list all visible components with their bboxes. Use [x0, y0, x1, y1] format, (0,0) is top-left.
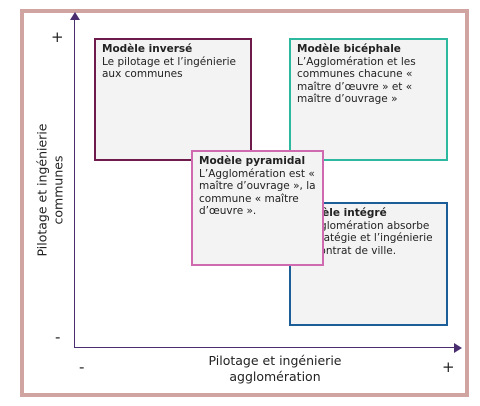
- y-axis-label-text: Pilotage et ingénierie communes: [34, 123, 65, 257]
- model-inverse-title: Modèle inversé: [102, 43, 193, 55]
- model-bicephale-title: Modèle bicéphale: [297, 43, 401, 55]
- model-inverse-text: Le pilotage et l’ingénierie aux communes: [102, 55, 236, 81]
- model-pyramidal-box: Modèle pyramidal L’Agglomération est « m…: [191, 150, 324, 266]
- model-inverse-box: Modèle inversé Le pilotage et l’ingénier…: [94, 38, 252, 161]
- x-axis-label: Pilotage et ingénierie agglomération: [208, 353, 342, 384]
- model-bicephale-box: Modèle bicéphale L’Agglomération et les …: [289, 38, 448, 161]
- y-axis-plus: +: [51, 28, 64, 46]
- x-axis-line: [74, 347, 458, 348]
- x-axis-plus: +: [442, 358, 455, 376]
- model-bicephale-text: L’Agglomération et les communes chacune …: [297, 55, 416, 106]
- x-axis-arrow-icon: [454, 343, 462, 353]
- x-axis-minus: -: [79, 358, 85, 376]
- y-axis-minus: -: [55, 328, 61, 346]
- y-axis-arrow-icon: [70, 12, 80, 20]
- y-axis-line: [74, 14, 75, 348]
- model-pyramidal-title: Modèle pyramidal: [199, 155, 306, 167]
- model-pyramidal-text: L’Agglomération est « maître d’ouvrage »…: [199, 167, 316, 218]
